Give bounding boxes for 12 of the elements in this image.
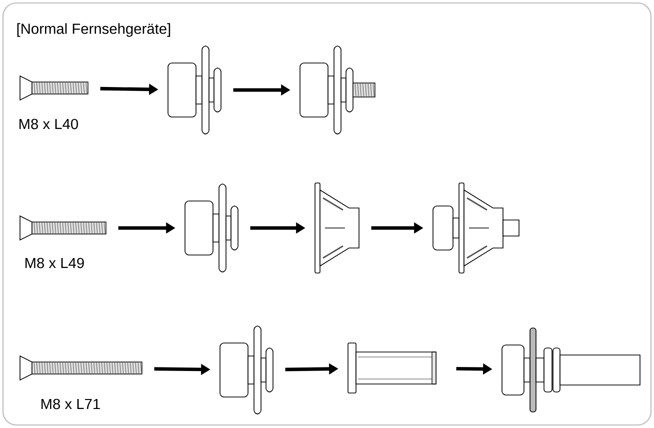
tube-assembly-drawing	[502, 328, 640, 412]
spacer-tube-drawing	[348, 342, 436, 394]
bushing-washer-drawing	[184, 184, 238, 272]
heading: [Normal Fernsehgeräte]	[17, 23, 170, 37]
bushing-screw-drawing	[300, 46, 376, 134]
size-label: M8 x L40	[20, 118, 78, 130]
spacer-cone-drawing	[314, 182, 360, 274]
bushing-washer-drawing	[220, 326, 274, 414]
size-label: M8 x L49	[26, 258, 84, 268]
size-label: M8 x L71	[42, 398, 100, 410]
spacer-assembly-drawing	[432, 182, 520, 274]
bushing-washer-drawing	[168, 46, 222, 134]
